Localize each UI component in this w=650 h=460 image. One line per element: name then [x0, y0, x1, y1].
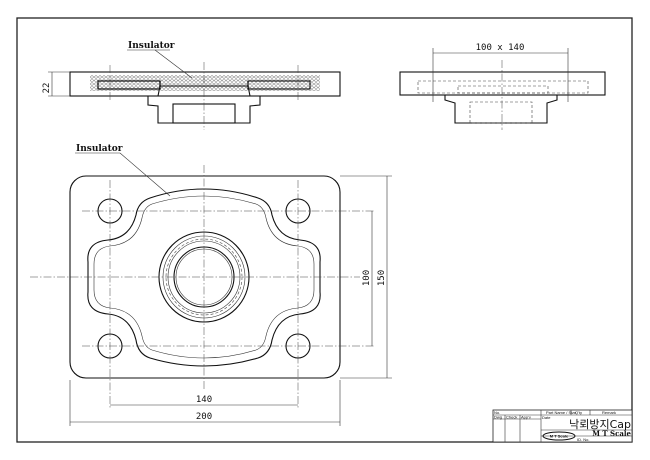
- title-block: No. Part Name / Size Q'ty Remark Dwg Che…: [492, 409, 633, 443]
- tb-scale: M T Scale: [592, 429, 631, 438]
- section-view: 22 Insulator: [42, 41, 341, 130]
- dimension-hole-spacing-x: 140: [196, 395, 212, 405]
- tb-dwg: Dwg: [494, 415, 502, 420]
- tb-check: Check: [506, 415, 517, 420]
- dimension-overall-y: 150: [377, 270, 387, 286]
- dimension-overall-x: 200: [196, 412, 212, 422]
- insulator-label-plan: Insulator: [76, 144, 123, 154]
- dimension-side-view: 100 x 140: [476, 43, 525, 53]
- tb-appv: App'v: [521, 415, 531, 420]
- dimension-hole-spacing-y: 100: [362, 270, 372, 286]
- tb-title: 낙뢰방지Cap: [569, 418, 631, 431]
- tb-no: No.: [494, 410, 500, 415]
- dimension-thickness: 22: [42, 83, 52, 94]
- insulator-label-section: Insulator: [128, 41, 175, 51]
- tb-qty: Q'ty: [575, 410, 582, 415]
- tb-logo: M T Scale: [550, 434, 569, 439]
- drawing-border: [16, 17, 633, 443]
- tb-remark: Remark: [602, 410, 616, 415]
- plan-view: 100 150 140 200 Insulator: [30, 144, 392, 426]
- tb-part-name: Part Name / Size: [546, 410, 577, 415]
- tb-date: Date: [542, 415, 551, 420]
- side-view: 100 x 140: [399, 43, 606, 130]
- tb-id-no: ID. No.: [577, 437, 589, 442]
